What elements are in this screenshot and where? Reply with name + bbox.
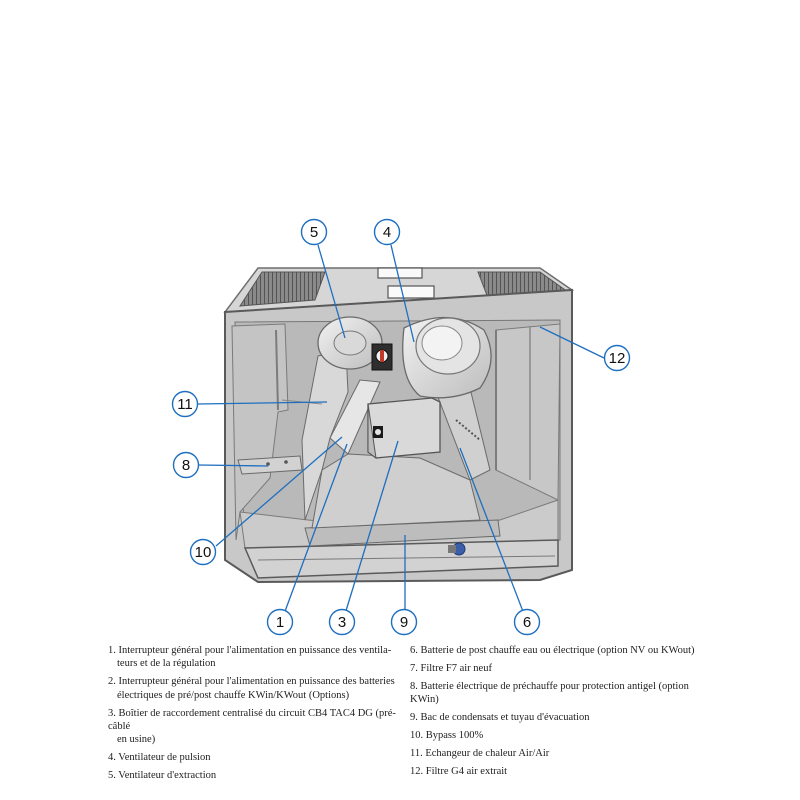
- legend-item: 4. Ventilateur de pulsion: [108, 752, 211, 764]
- legend-right-column: 6. Batterie de post chauffe eau ou élect…: [410, 644, 710, 783]
- leader-lines: [197, 244, 605, 615]
- legend-left-column: 1. Interrupteur général pour l'alimentat…: [108, 644, 398, 787]
- callout-4: 4: [373, 218, 401, 246]
- heat-exchanger: [301, 349, 491, 529]
- leader-12: [539, 326, 605, 359]
- svg-text:6: 6: [523, 614, 531, 631]
- preheater-plate: [237, 399, 323, 475]
- callout-10: 10: [189, 538, 217, 566]
- top-grille-left: [239, 271, 326, 307]
- legend-item: 10. Bypass 100%: [410, 730, 484, 742]
- svg-text:11: 11: [177, 396, 193, 413]
- leader-4: [390, 244, 415, 343]
- main-switch: [371, 343, 393, 371]
- top-opening-1: [377, 267, 423, 279]
- callout-3: 3: [328, 608, 356, 636]
- legend-item: 8. Batterie électrique de préchauffe pou…: [410, 680, 689, 706]
- svg-text:8: 8: [182, 457, 190, 474]
- leader-6: [459, 447, 525, 615]
- supply-fan: [402, 316, 492, 399]
- leader-3: [344, 440, 399, 615]
- leader-11: [197, 401, 328, 405]
- svg-text:12: 12: [609, 350, 626, 367]
- callout-5: 5: [300, 218, 328, 246]
- callouts: 5 4 12 11 8 10 1 3: [171, 218, 631, 636]
- extraction-fan: [317, 316, 383, 370]
- svg-text:1: 1: [276, 614, 284, 631]
- legend-item: 3. Boîtier de raccordement centralisé du…: [108, 707, 396, 746]
- leader-8: [198, 464, 269, 467]
- legend-item: 11. Echangeur de chaleur Air/Air: [410, 747, 550, 759]
- svg-text:3: 3: [338, 614, 346, 631]
- svg-text:5: 5: [310, 224, 318, 241]
- svg-text:10: 10: [195, 544, 212, 561]
- legend-item: 5. Ventilateur d'extraction: [108, 770, 217, 782]
- leader-10: [215, 436, 343, 547]
- legend-item: 9. Bac de condensats et tuyau d'évacuati…: [410, 712, 590, 724]
- svg-text:9: 9: [400, 614, 408, 631]
- legend-item: 2. Interrupteur général pour l'alimentat…: [108, 676, 395, 701]
- leader-5: [317, 244, 346, 339]
- callout-6: 6: [513, 608, 541, 636]
- callout-8: 8: [172, 451, 200, 479]
- callout-12: 12: [603, 344, 631, 372]
- junction-box: [367, 397, 441, 460]
- legend-item: 6. Batterie de post chauffe eau ou élect…: [410, 645, 695, 656]
- legend-item: 12. Filtre G4 air extrait: [410, 765, 508, 777]
- legend-item: 1. Interrupteur général pour l'alimentat…: [108, 645, 392, 670]
- legend-item: 7. Filtre F7 air neuf: [410, 662, 492, 674]
- callout-1: 1: [266, 608, 294, 636]
- svg-text:4: 4: [383, 224, 391, 241]
- top-opening-2: [387, 285, 435, 299]
- callout-11: 11: [171, 390, 199, 418]
- leader-1: [283, 443, 348, 615]
- callout-9: 9: [390, 608, 418, 636]
